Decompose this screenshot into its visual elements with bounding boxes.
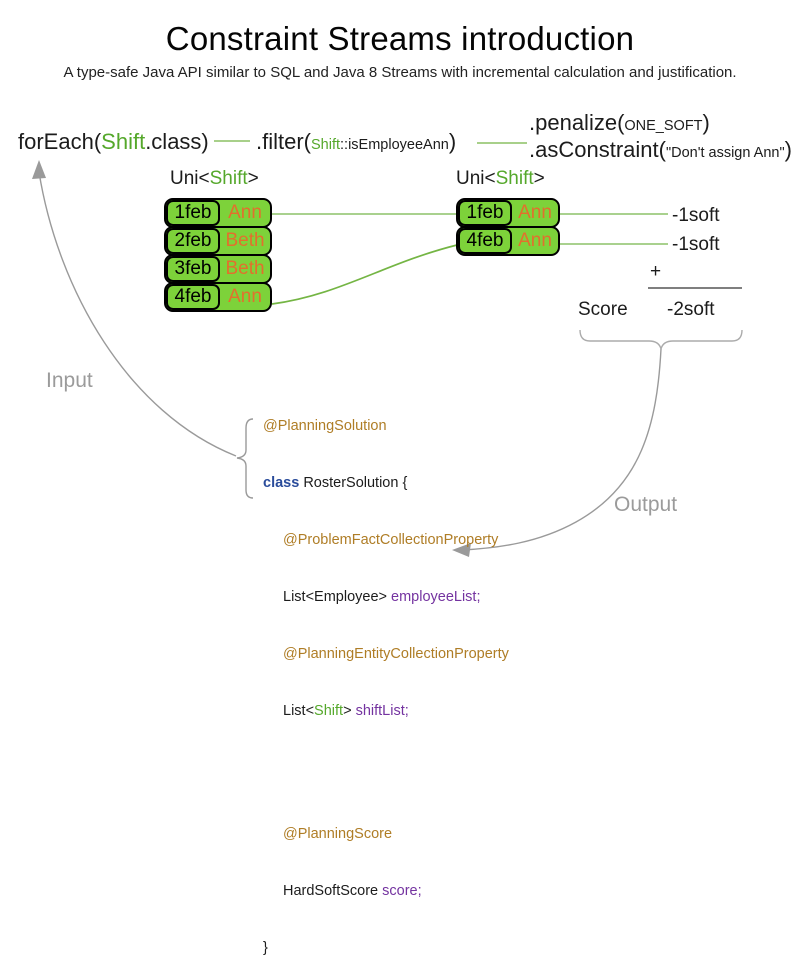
table-row: 2feb Beth <box>164 226 272 256</box>
filter-class: Shift <box>311 137 341 153</box>
shift-date-cell: 1feb <box>166 200 220 226</box>
code-line: @PlanningSolution <box>263 417 509 436</box>
input-label: Input <box>46 369 93 392</box>
match-curve-4feb <box>271 244 458 305</box>
penalty-value: -1soft <box>672 205 720 226</box>
asconstraint-arg: "Don't assign Ann" <box>665 145 785 161</box>
field-type: HardSoftScore <box>283 883 383 899</box>
output-table: 1feb Ann 4feb Ann <box>456 198 560 256</box>
table-row: 1feb Ann <box>456 198 560 228</box>
type-prefix: Uni< <box>170 168 210 189</box>
score-label: Score <box>578 299 628 320</box>
code-line: @PlanningEntityCollectionProperty <box>263 645 509 664</box>
shift-employee-cell: Beth <box>225 230 265 251</box>
type-param: Shift <box>209 168 248 189</box>
code-line: class RosterSolution { <box>263 474 509 493</box>
type-prefix: Uni< <box>456 168 496 189</box>
asconstraint-expression: .asConstraint("Don't assign Ann") <box>529 137 792 163</box>
foreach-suffix: .class) <box>145 129 209 154</box>
input-arrowhead-icon <box>32 160 46 179</box>
score-value: -2soft <box>667 299 715 320</box>
type-param: Shift <box>495 168 534 189</box>
field-name: employeeList; <box>391 589 481 605</box>
code-blank-line <box>263 759 509 787</box>
code-line: @ProblemFactCollectionProperty <box>263 531 509 550</box>
code-line: @PlanningScore <box>263 825 509 844</box>
output-table-type-label: Uni<Shift> <box>456 168 545 190</box>
output-label: Output <box>614 493 678 516</box>
penalize-expression: .penalize(ONE_SOFT) <box>529 110 710 136</box>
shift-employee-cell: Ann <box>228 286 262 307</box>
table-row: 4feb Ann <box>164 282 272 312</box>
field-type-param: Shift <box>314 703 344 719</box>
plus-sign: + <box>650 261 662 282</box>
field-name: score; <box>382 883 422 899</box>
foreach-prefix: forEach( <box>18 129 102 154</box>
keyword: class <box>263 475 300 491</box>
shift-date-cell: 4feb <box>166 284 220 310</box>
page-title: Constraint Streams introduction <box>165 20 635 57</box>
field-type: List< <box>283 703 315 719</box>
penalize-arg: ONE_SOFT <box>624 118 703 134</box>
field-type: > <box>343 703 356 719</box>
foreach-expression: forEach(Shift.class) <box>18 129 209 155</box>
annotation: @PlanningSolution <box>263 418 387 434</box>
shift-date-cell: 4feb <box>458 228 512 254</box>
shift-employee-cell: Ann <box>228 202 262 223</box>
shift-employee-cell: Ann <box>518 202 552 223</box>
input-arrow-curve <box>38 171 237 457</box>
page-subtitle: A type-safe Java API similar to SQL and … <box>63 64 737 81</box>
filter-method-ref: ::isEmployeeAnn <box>340 137 449 153</box>
shift-date-cell: 3feb <box>166 256 220 282</box>
input-table: 1feb Ann 2feb Beth 3feb Beth 4feb Ann <box>164 198 272 312</box>
output-arrowhead-icon <box>452 543 471 557</box>
table-row: 3feb Beth <box>164 254 272 284</box>
filter-suffix: ) <box>448 129 457 154</box>
type-suffix: > <box>533 168 545 189</box>
asconstraint-suffix: ) <box>784 137 792 162</box>
output-arrow-curve <box>462 348 662 551</box>
annotation: @ProblemFactCollectionProperty <box>283 532 499 548</box>
input-table-type-label: Uni<Shift> <box>170 168 259 190</box>
class-declaration: RosterSolution { <box>299 475 408 491</box>
shift-date-cell: 1feb <box>458 200 512 226</box>
annotation: @PlanningEntityCollectionProperty <box>283 646 509 662</box>
field-name: shiftList; <box>355 703 409 719</box>
foreach-class: Shift <box>101 129 146 154</box>
penalize-prefix: .penalize( <box>529 110 625 135</box>
annotation: @PlanningScore <box>283 826 393 842</box>
shift-employee-cell: Ann <box>518 230 552 251</box>
code-line: } <box>263 939 509 958</box>
shift-date-cell: 2feb <box>166 228 220 254</box>
shift-employee-cell: Beth <box>225 258 265 279</box>
code-line: HardSoftScore score; <box>263 882 509 901</box>
penalty-value: -1soft <box>672 234 720 255</box>
penalize-suffix: ) <box>702 110 710 135</box>
table-row: 4feb Ann <box>456 226 560 256</box>
code-block: @PlanningSolution class RosterSolution {… <box>263 379 509 977</box>
output-brace-icon <box>579 329 743 350</box>
table-row: 1feb Ann <box>164 198 272 228</box>
filter-prefix: .filter( <box>256 129 311 154</box>
closing-brace: } <box>263 940 268 956</box>
field-type: List<Employee> <box>283 589 392 605</box>
input-brace-icon <box>236 418 254 499</box>
code-line: List<Shift> shiftList; <box>263 702 509 721</box>
filter-expression: .filter(Shift::isEmployeeAnn) <box>256 129 456 155</box>
diagram-connectors <box>32 140 743 557</box>
asconstraint-prefix: .asConstraint( <box>529 137 666 162</box>
code-line: List<Employee> employeeList; <box>263 588 509 607</box>
type-suffix: > <box>247 168 259 189</box>
